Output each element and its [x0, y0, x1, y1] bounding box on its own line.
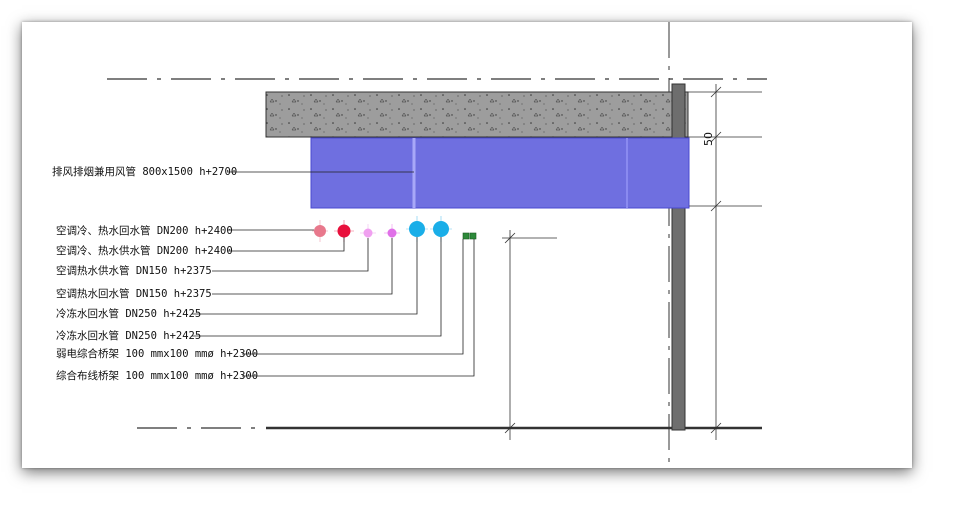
- duct-label: 排风排烟兼用风管 800x1500 h+2700: [52, 165, 237, 178]
- drawing-sheet: 排风排烟兼用风管 800x1500 h+2700 50: [22, 22, 912, 468]
- dim-tick-4: [710, 422, 722, 434]
- pipe-label-1: 空调冷、热水回水管 DN200 h+2400: [56, 224, 233, 237]
- section-drawing: 排风排烟兼用风管 800x1500 h+2700 50: [52, 22, 767, 468]
- leader-lines: [192, 229, 475, 377]
- pipe-chilled-return-dn250-b: [430, 216, 452, 242]
- column: [671, 83, 686, 431]
- dimension-label: 50: [702, 132, 715, 146]
- pipe-label-2: 空调冷、热水供水管 DN200 h+2400: [56, 244, 233, 257]
- pipe-label-3: 空调热水供水管 DN150 h+2375: [56, 264, 212, 277]
- pipe-heating-supply-dn150: [360, 224, 376, 240]
- elev-tick-bottom: [504, 422, 516, 434]
- pipe-label-5: 冷冻水回水管 DN250 h+2425: [56, 307, 201, 320]
- pipe-label-7: 弱电综合桥架 100 mmx100 mmø h+2300: [56, 347, 258, 360]
- dim-tick-3: [710, 200, 722, 212]
- pipe-label-6: 冷冻水回水管 DN250 h+2425: [56, 329, 201, 342]
- duct: [310, 137, 690, 209]
- dim-tick-2: [710, 131, 722, 143]
- pipe-label-4: 空调热水回水管 DN150 h+2375: [56, 287, 212, 300]
- dim-tick-1: [710, 86, 722, 98]
- pipe-heating-return-dn150: [384, 224, 400, 240]
- pipe-label-8: 综合布线桥架 100 mmx100 mmø h+2300: [56, 369, 258, 382]
- cable-trays: [462, 232, 477, 240]
- pipe-ac-return-dn200: [312, 220, 328, 242]
- concrete-slab: [265, 91, 689, 138]
- elev-tick-top: [504, 232, 516, 244]
